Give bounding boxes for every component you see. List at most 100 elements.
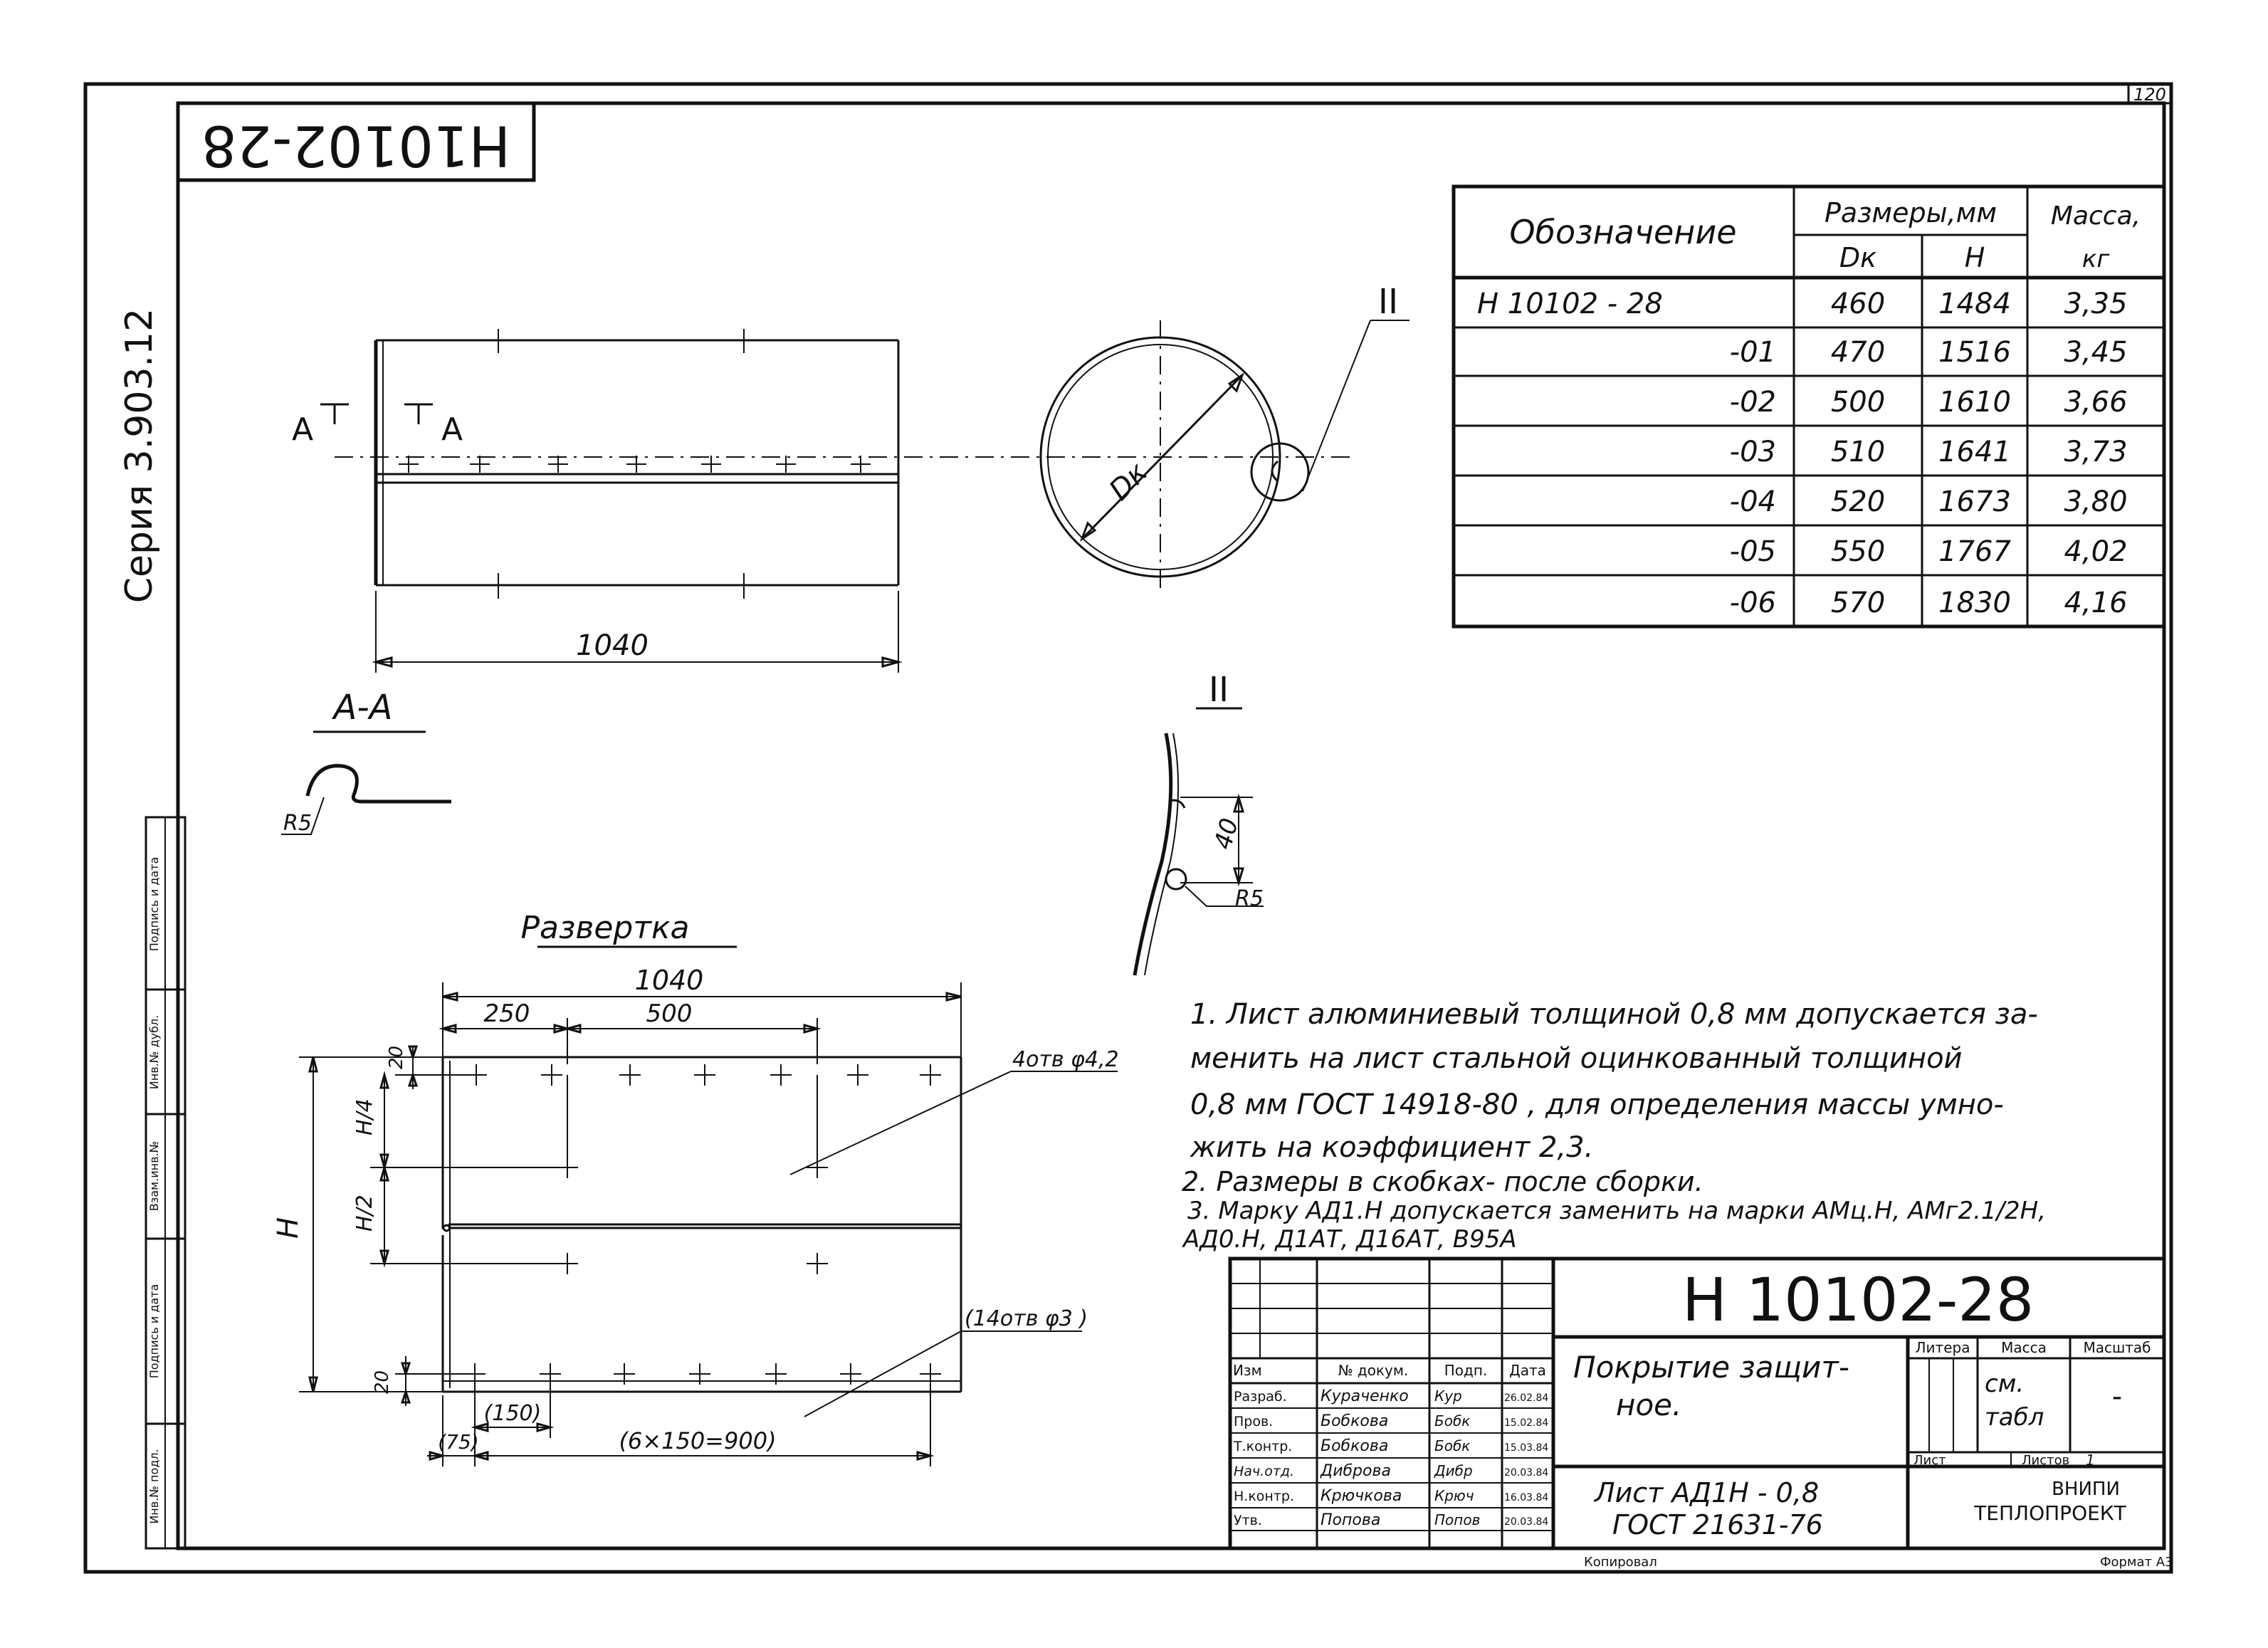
dev-dim-20-top: 20 (386, 1046, 407, 1069)
top-stamp-number: Н10102-28 (201, 113, 510, 177)
tb-name: Крючкова (1321, 1487, 1402, 1505)
dev-dim-20-bot: 20 (372, 1370, 393, 1394)
tb-sign: Дибр (1434, 1462, 1473, 1479)
tb-name: Кураченко (1321, 1387, 1409, 1405)
table-header-dk: Dк (1839, 242, 1876, 273)
table-header-designation: Обозначение (1509, 213, 1736, 251)
cell-mass: 3,66 (2064, 386, 2127, 419)
dev-dim-h2: H/2 (352, 1195, 377, 1232)
tb-masshtab: Масштаб (2083, 1339, 2151, 1356)
dev-holes-14: (14отв φ3 ) (965, 1306, 1088, 1331)
table-header-sizes: Размеры,мм (1825, 197, 1997, 229)
note-3-line-1: 3. Марку АД1.Н допускается заменить на м… (1187, 1197, 2046, 1225)
cell-mass: 3,73 (2064, 436, 2127, 468)
table-row: -04 520 1673 3,80 (1730, 486, 2128, 518)
tb-material-line-2: ГОСТ 21631-76 (1612, 1509, 1823, 1541)
tb-name: Попова (1321, 1511, 1380, 1529)
cell-dk: 570 (1831, 587, 1885, 619)
tb-scale-value: - (2112, 1380, 2122, 1413)
table-header-mass: Масса, (2051, 201, 2141, 231)
section-aa-title: А-А (332, 688, 393, 728)
tb-sign: Бобк (1434, 1437, 1470, 1454)
sheet-frame: 1 20 (83, 82, 2173, 1574)
cell-mass: 3,35 (2064, 288, 2127, 320)
tb-title-line-2: ное. (1616, 1387, 1681, 1422)
dev-overall-dim: 1040 (635, 965, 704, 996)
tb-list: Лист (1913, 1453, 1946, 1468)
notes: 1. Лист алюминиевый толщиной 0,8 мм допу… (1182, 998, 2046, 1254)
cell-dk: 460 (1831, 288, 1885, 320)
tb-massa: Масса (2001, 1339, 2047, 1356)
detail-ii-title: II (1209, 670, 1229, 710)
note-3-line-2: АД0.Н, Д1АТ, Д16АТ, В95А (1182, 1225, 1517, 1254)
table-header-h: Н (1965, 242, 1985, 273)
tb-kopiroval: Копировал (1584, 1555, 1657, 1570)
note-1-line-1: 1. Лист алюминиевый толщиной 0,8 мм допу… (1190, 998, 2038, 1031)
table-row: -02 500 1610 3,66 (1730, 386, 2128, 419)
cell-h: 1610 (1938, 386, 2011, 419)
table-row: Н 10102 - 28 460 1484 3,35 (1477, 288, 2128, 320)
tb-sign: Бобк (1434, 1412, 1470, 1429)
diameter-label: Dк (1103, 456, 1154, 507)
tb-person-row: Разраб. Кураченко Кур 26.02.84 (1234, 1387, 1548, 1405)
series-label: Серия 3.903.12 (118, 308, 161, 603)
tb-listov-value: 1 (2086, 1452, 2095, 1469)
detail-ii: II 40 R5 (1133, 670, 1264, 976)
note-2: 2. Размеры в скобках- после сборки. (1182, 1166, 1703, 1197)
cell-h: 1830 (1938, 587, 2011, 619)
tb-doc-number: Н 10102-28 (1682, 1265, 2034, 1335)
section-aa-radius: R5 (283, 811, 312, 836)
cell-designation: -01 (1730, 336, 1776, 369)
tb-person-row: Нач.отд. Диброва Дибр 20.03.84 (1234, 1462, 1548, 1480)
section-mark-right: A (441, 411, 463, 448)
variants-table: Обозначение Размеры,мм Dк Н Масса, кг Н … (1451, 184, 2166, 629)
cell-h: 1767 (1938, 535, 2011, 568)
tb-date: 15.02.84 (1504, 1417, 1548, 1429)
side-stamp-label: Взам.инв.№ (147, 1141, 161, 1211)
tb-role: Пров. (1234, 1414, 1273, 1429)
tb-date: 20.03.84 (1504, 1467, 1548, 1479)
dev-dim-150: (150) (484, 1401, 542, 1426)
tb-name: Бобкова (1321, 1412, 1388, 1430)
side-stamp-label: Инв.№ подл. (147, 1449, 161, 1523)
tb-person-row: Пров. Бобкова Бобк 15.02.84 (1234, 1412, 1548, 1430)
tb-listov: Листов (2022, 1453, 2069, 1468)
cell-designation: -05 (1730, 535, 1776, 568)
tb-col-date: Дата (1509, 1362, 1546, 1379)
note-1-line-2: менить на лист стальной оцинкованный тол… (1190, 1042, 1963, 1075)
note-1-line-4: жить на коэффициент 2,3. (1190, 1131, 1593, 1164)
section-mark-left: A (292, 411, 313, 448)
top-stamp: Н10102-28 (176, 101, 536, 182)
detail-callout: II (1378, 282, 1398, 322)
dev-dim-75: (75) (438, 1430, 478, 1454)
cell-dk: 500 (1831, 386, 1885, 419)
tb-mass-value-1: см. (1985, 1370, 2024, 1398)
cell-mass: 3,80 (2064, 486, 2127, 518)
end-view: Dк II (1039, 282, 1409, 591)
cell-designation: -06 (1730, 587, 1776, 619)
tb-col-izm: Изм (1233, 1362, 1262, 1379)
tb-sign: Кур (1434, 1387, 1462, 1405)
tb-person-row: Т.контр. Бобкова Бобк 15.03.84 (1233, 1437, 1548, 1455)
side-stamp-label: Подпись и дата (147, 1284, 161, 1379)
tb-mass-value-2: табл (1985, 1403, 2044, 1432)
cell-dk: 510 (1831, 436, 1885, 468)
cell-h: 1641 (1938, 436, 2011, 468)
cell-dk: 470 (1831, 336, 1885, 369)
tb-sign: Крюч (1434, 1487, 1474, 1504)
tb-col-sign: Подп. (1444, 1362, 1488, 1379)
tb-person-row: Н.контр. Крючкова Крюч 16.03.84 (1234, 1487, 1548, 1505)
table-header-kg: кг (2082, 245, 2111, 273)
cell-mass: 4,16 (2064, 587, 2127, 619)
cell-dk: 550 (1831, 535, 1885, 568)
title-block: Изм № докум. Подп. Дата Разраб. Кураченк… (1228, 1256, 2173, 1570)
detail-ii-radius: R5 (1235, 886, 1264, 911)
dev-dim-900: (6×150=900) (619, 1427, 776, 1454)
tb-org-line-1: ВНИПИ (2052, 1479, 2120, 1500)
tb-format: Формат А3 (2100, 1555, 2173, 1570)
section-aa: А-А R5 (281, 688, 451, 836)
table-row: -01 470 1516 3,45 (1730, 336, 2128, 369)
tb-name: Диброва (1320, 1462, 1391, 1480)
table-row: -03 510 1641 3,73 (1730, 436, 2128, 468)
